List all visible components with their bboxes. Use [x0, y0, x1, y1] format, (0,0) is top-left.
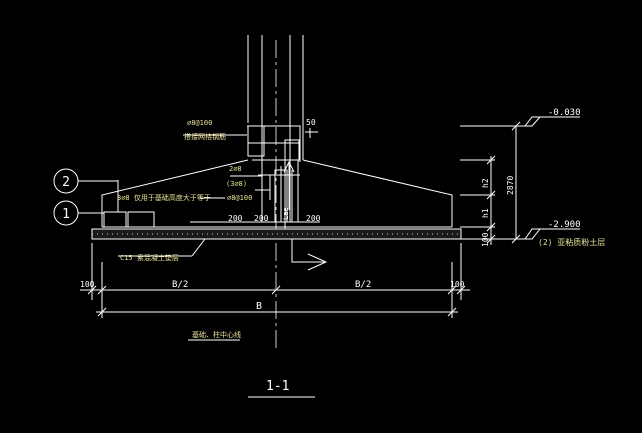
dim-200-c: 200: [306, 214, 321, 223]
rebar-spacing-label: ⌀8@100: [187, 119, 212, 127]
callout-2: 2: [53, 168, 118, 194]
soil-note: (2) 亚粘质粉土层: [538, 237, 605, 247]
section-title: 1-1: [266, 379, 289, 394]
dim-b: B: [256, 301, 262, 312]
dim-lae: Lae: [282, 207, 290, 220]
dim-100-side: 100: [481, 232, 490, 247]
dim-b2-left: B/2: [172, 280, 188, 290]
footing-outline: [101, 159, 453, 228]
hoop-label: ⌀8@100: [227, 194, 252, 202]
dim-b2-right: B/2: [355, 280, 371, 290]
dim-100-right: 100: [450, 280, 465, 289]
elevation-bottom: -2.900: [548, 220, 581, 230]
strip-note-label: 3⌀8 仅用于基础高度大于等于: [117, 193, 211, 202]
c15-note: C15 素混凝土垫层: [120, 253, 179, 262]
dim-50-label: 50: [306, 118, 316, 127]
column-outline: [247, 35, 304, 222]
rebar-2phi8-label: 2⌀8: [229, 165, 242, 173]
leader-lines: [118, 128, 318, 341]
rebar-3phi8-label: (3⌀8): [226, 180, 247, 188]
dim-2870: 2870: [506, 176, 515, 195]
bottom-bar-arrow: [291, 232, 328, 271]
callout-2-text: 2: [62, 175, 70, 190]
right-elevation-dims: [460, 116, 580, 245]
dim-200-a: 200: [228, 214, 243, 223]
dim-h2: h2: [481, 178, 490, 188]
callout-1: 1: [53, 200, 104, 226]
elevation-top: -0.030: [548, 108, 581, 118]
left-strip-bars: [103, 180, 155, 228]
column-up-arrow: [283, 160, 295, 210]
dim-200-b: 200: [254, 214, 269, 223]
callout-1-text: 1: [62, 207, 70, 222]
axis-note: 基础、柱中心线: [192, 330, 241, 339]
c15-pad: [91, 228, 462, 240]
horizontal-dims: [80, 243, 470, 318]
rebar-note-label: 搭接网格钢筋: [184, 132, 226, 141]
dim-100-left: 100: [80, 280, 95, 289]
dim-h1: h1: [481, 208, 490, 218]
